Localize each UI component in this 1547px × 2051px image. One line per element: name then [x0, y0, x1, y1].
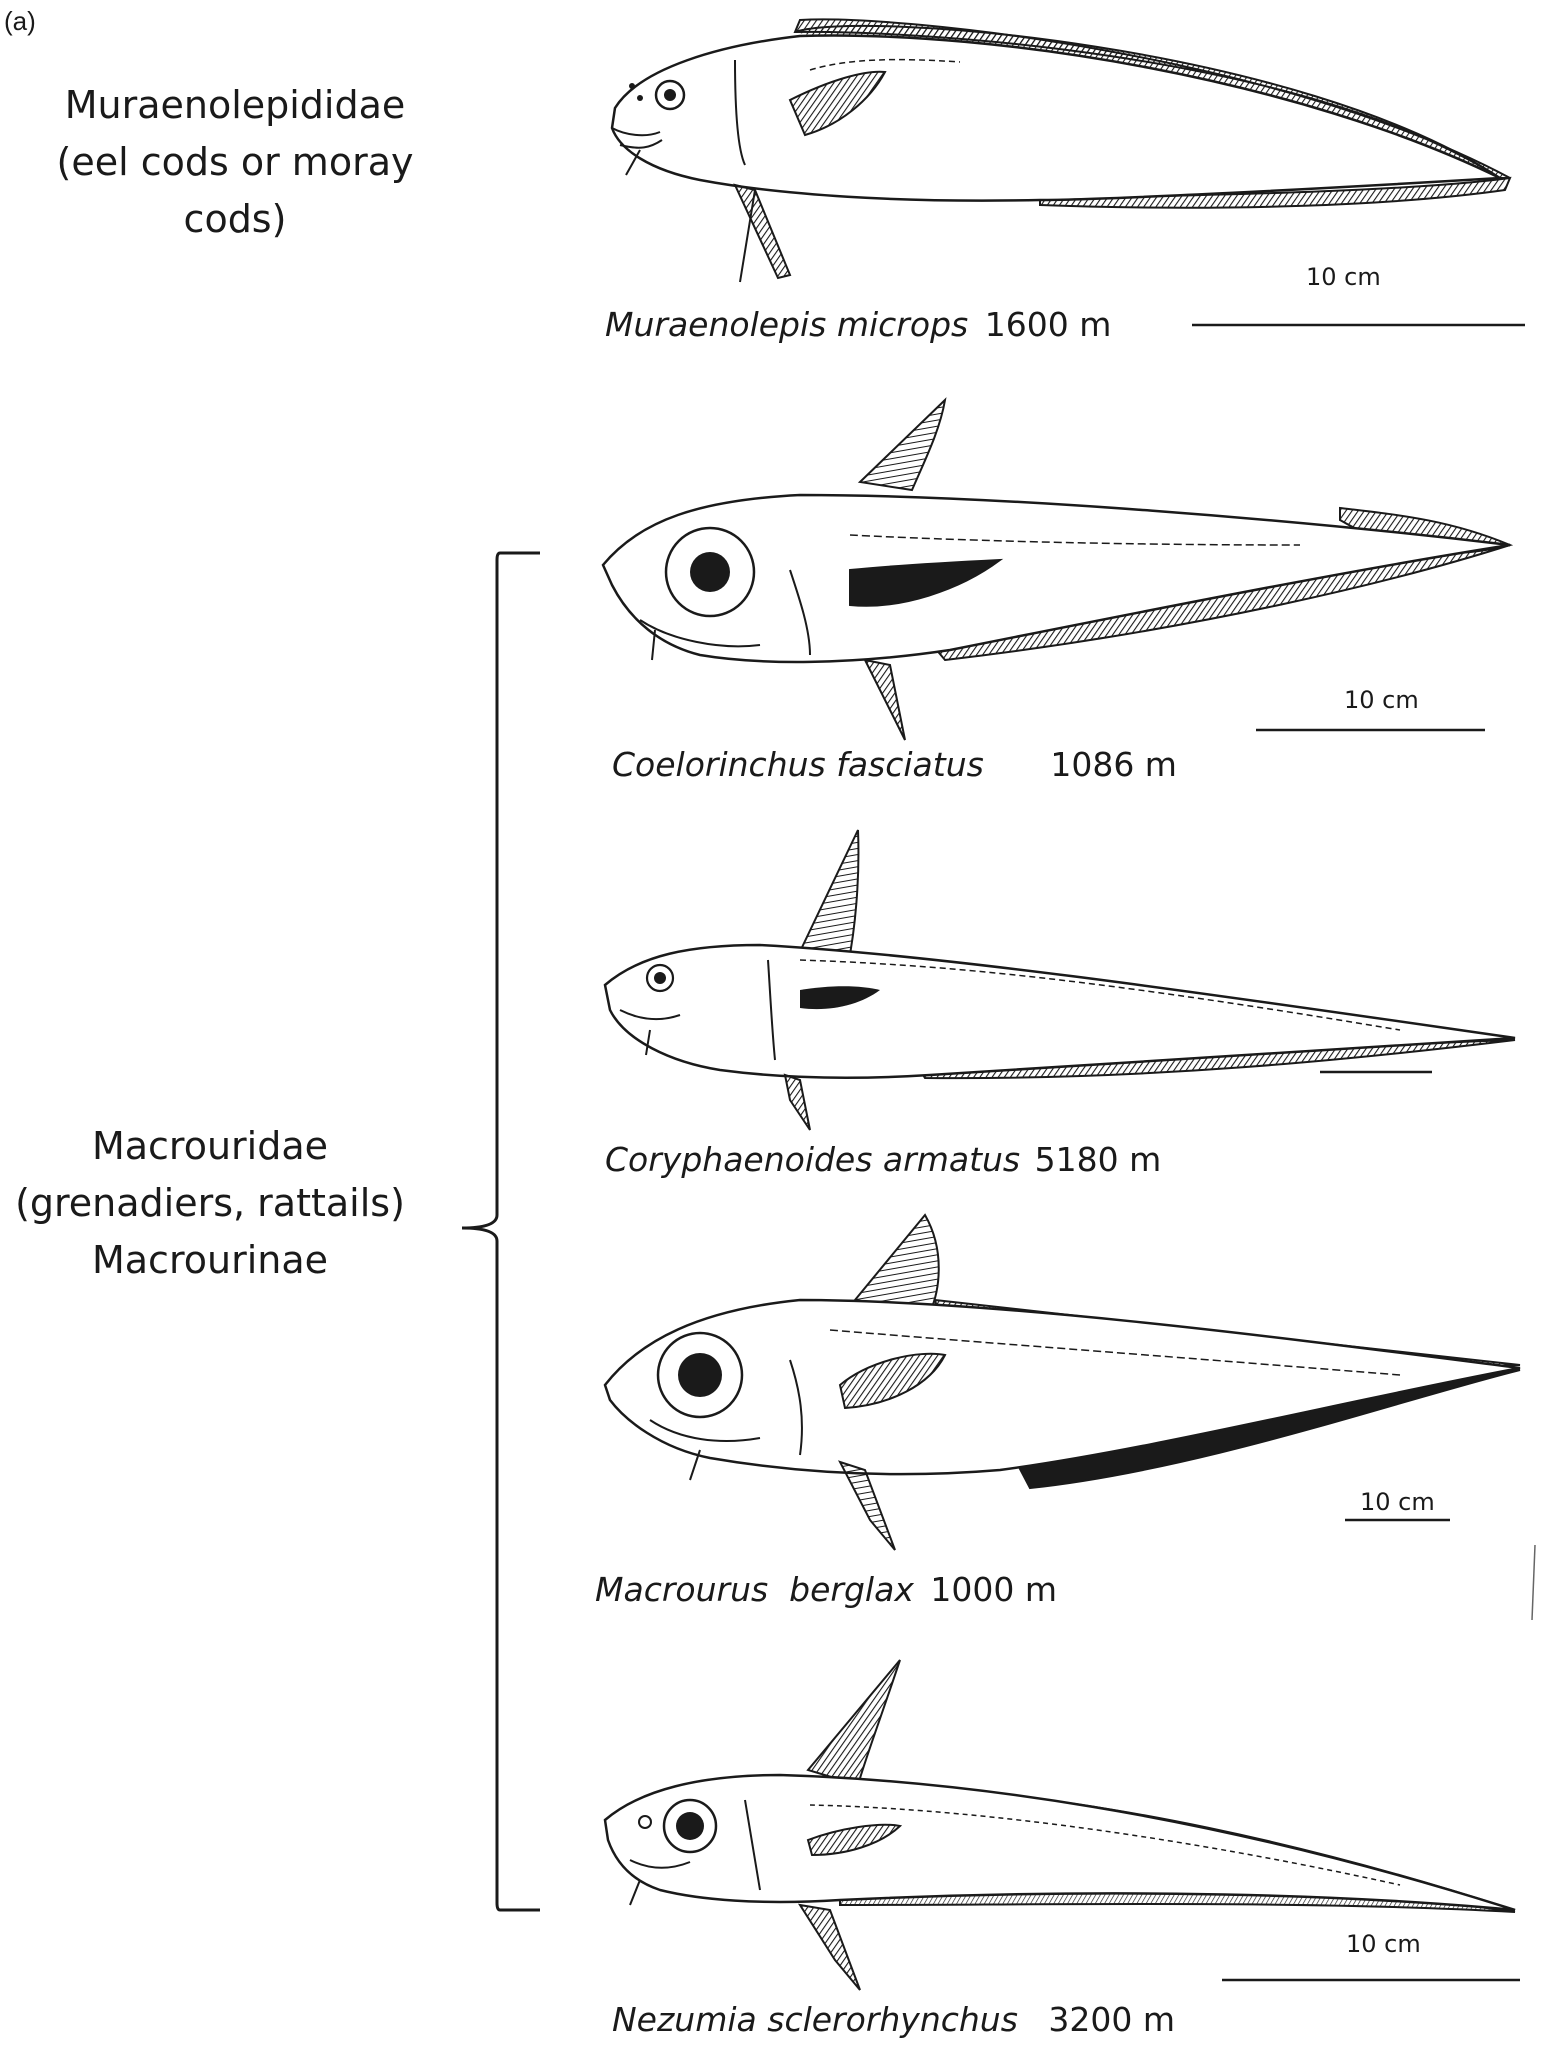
depth-value: 1000 m: [930, 1570, 1057, 1609]
scale-bar-label: 10 cm: [1344, 686, 1419, 714]
group-family-name: Muraenolepididae: [64, 83, 406, 127]
fish-illustration-nezumia: [603, 1659, 1516, 1991]
group-label-muraenolepididae: Muraenolepididae (eel cods or moray cods…: [0, 77, 470, 248]
species-name: Coelorinchus fasciatus: [612, 745, 984, 784]
group-family-name: Macrouridae: [91, 1124, 329, 1168]
species-name: Coryphaenoides armatus: [605, 1140, 1021, 1179]
panel-label: (a): [4, 6, 36, 36]
group-label-macrouridae: Macrouridae (grenadiers, rattails) Macro…: [0, 1118, 420, 1289]
species-name: Nezumia sclerorhynchus: [612, 2000, 1018, 2039]
depth-value: 1600 m: [984, 305, 1112, 344]
scale-bar-label: 10 cm: [1360, 1488, 1435, 1516]
fish-caption: Macrourus berglax 1000 m: [595, 1570, 1057, 1609]
fish-caption: Coryphaenoides armatus 5180 m: [605, 1140, 1161, 1179]
group-subfamily-name: Macrourinae: [91, 1238, 328, 1282]
fish-caption: Muraenolepis microps 1600 m: [605, 305, 1111, 344]
depth-value: 5180 m: [1034, 1140, 1162, 1179]
group-common-name: (eel cods or moray cods): [56, 140, 414, 241]
fish-illustration-coelorinchus: [601, 397, 1514, 741]
group-common-name: (grenadiers, rattails): [15, 1181, 405, 1225]
fish-caption: Nezumia sclerorhynchus 3200 m: [612, 2000, 1175, 2039]
depth-value: 3200 m: [1048, 2000, 1176, 2039]
group-brace: [461, 551, 540, 1912]
species-name: Macrourus berglax: [595, 1570, 914, 1609]
fish-caption: Coelorinchus fasciatus 1086 m: [612, 745, 1177, 784]
scale-bar-label: 10 cm: [1346, 1930, 1421, 1958]
depth-value: 1086 m: [1050, 745, 1177, 784]
fish-illustration-coryphaenoides: [603, 829, 1516, 1131]
fish-illustration-macrourus: [603, 1213, 1521, 1551]
species-name: Muraenolepis microps: [605, 305, 969, 344]
scale-bar-label: 10 cm: [1306, 263, 1381, 291]
margin-tick-mark: [1531, 1544, 1536, 1621]
fish-illustration-muraenolepis: [610, 18, 1512, 283]
